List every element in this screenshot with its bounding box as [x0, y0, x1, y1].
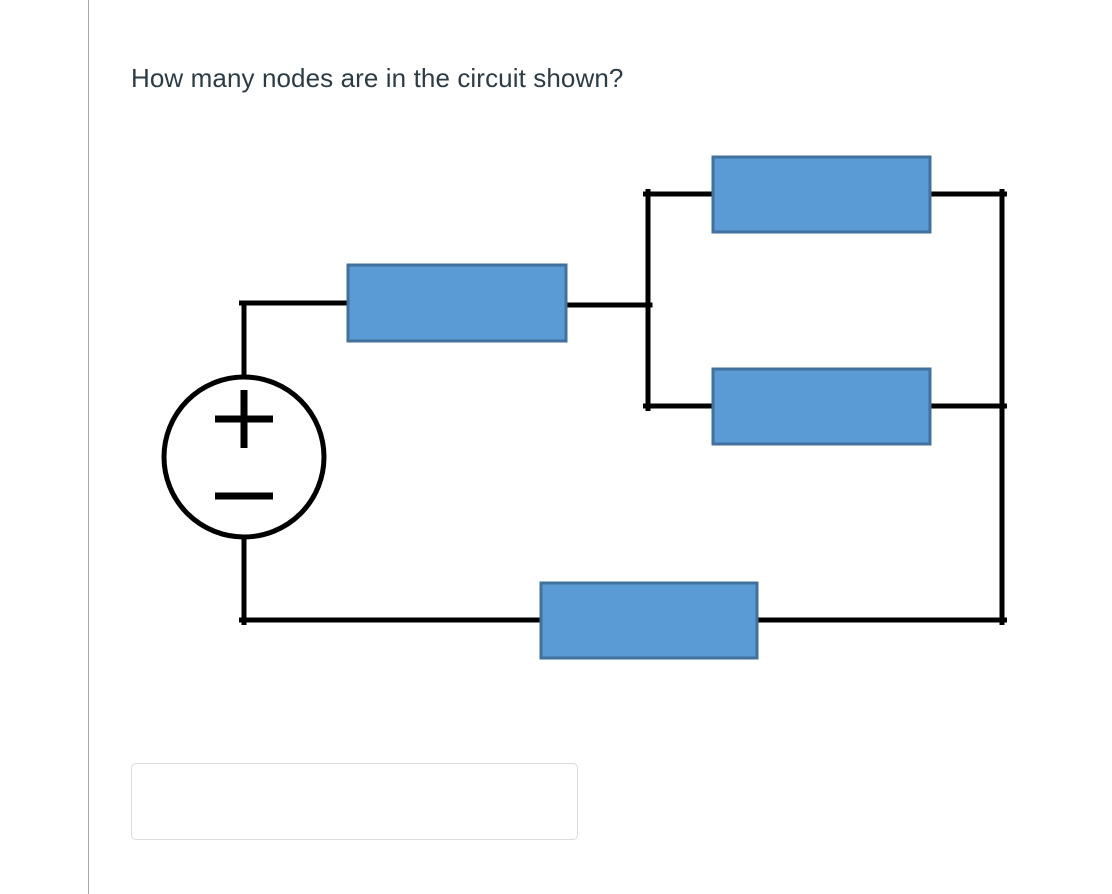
circuit-diagram-svg [161, 155, 1007, 660]
resistors-layer [346, 155, 932, 660]
question-left-divider [88, 0, 89, 894]
wires-layer [239, 189, 1007, 625]
resistor-parallel-upper [711, 155, 932, 234]
answer-input[interactable] [131, 763, 578, 840]
circuit-diagram-figure [131, 120, 1031, 700]
plus-icon [215, 390, 273, 448]
voltage-source [161, 374, 327, 540]
question-prompt: How many nodes are in the circuit shown? [131, 63, 624, 93]
resistor-series-top-left [346, 263, 568, 343]
resistor-series-bottom [539, 581, 759, 660]
voltage-source-circle [161, 374, 327, 540]
resistor-parallel-lower [711, 367, 932, 446]
